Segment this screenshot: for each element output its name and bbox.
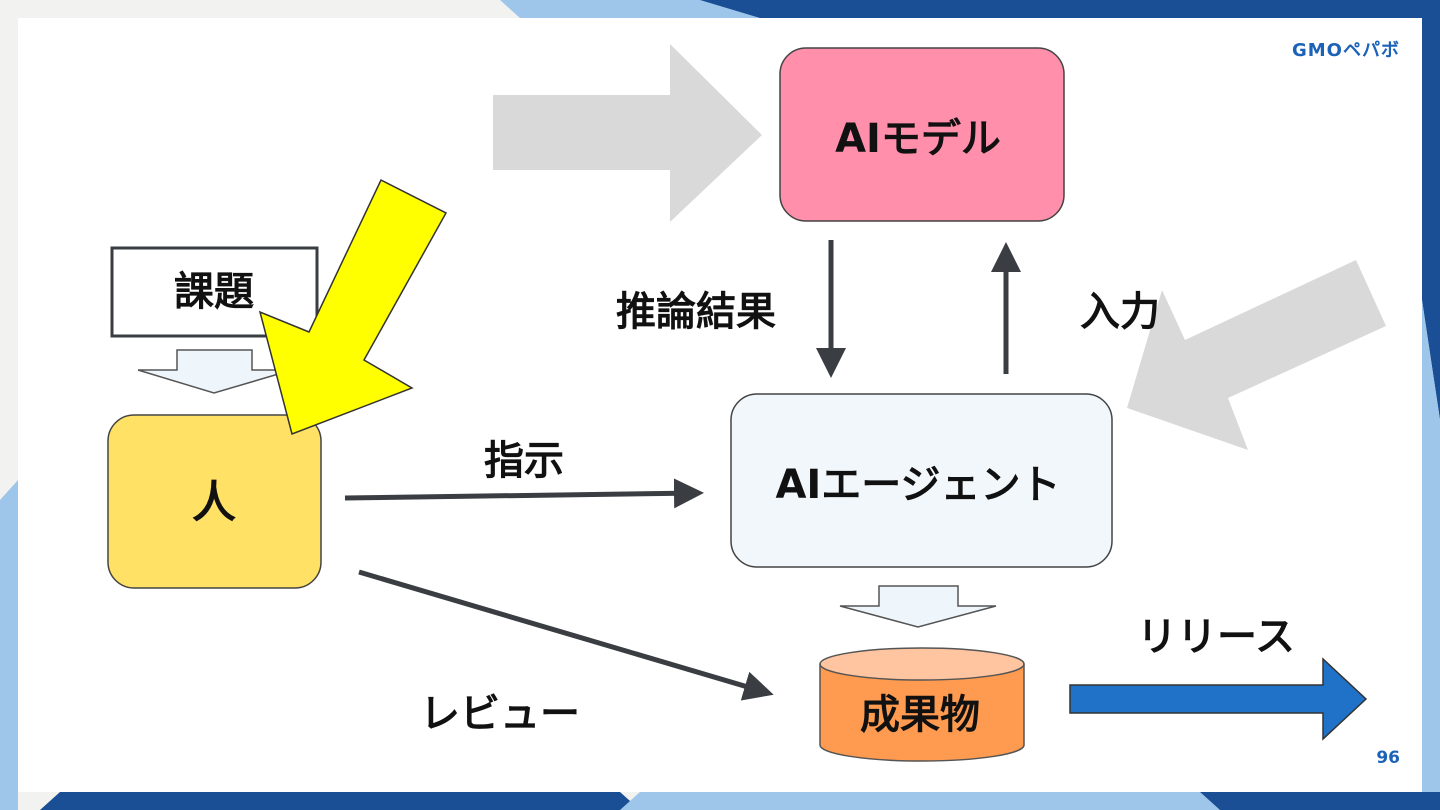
yellow-highlight-arrow — [258, 178, 448, 435]
ai-model-node: AIモデル — [779, 47, 1065, 222]
review-arrow — [358, 569, 774, 701]
agent-to-deliverable-arrow — [839, 585, 997, 628]
bg-shape-right-dark — [1422, 18, 1440, 420]
bg-shape-left-light — [0, 480, 18, 810]
inference-result-label: 推論結果 — [616, 289, 776, 335]
instruction-label: 指示 — [484, 438, 564, 484]
bg-shape-bottom-dark — [40, 792, 640, 810]
deliverable-node: 成果物 — [819, 647, 1025, 762]
bg-shape-top-dark — [700, 0, 1440, 18]
release-label: リリース — [1137, 614, 1295, 660]
gmo-pepabo-logo: GMOペパボ — [1292, 40, 1400, 61]
bg-shape-bottom-light — [620, 792, 1220, 810]
ai-agent-node: AIエージェント — [730, 393, 1113, 568]
review-label: レビュー — [420, 691, 580, 737]
page-number: 96 — [1376, 748, 1400, 768]
issue-to-human-arrow — [137, 349, 293, 394]
input-label: 入力 — [1080, 289, 1160, 335]
bg-shape-bottom-right-dark — [1200, 792, 1440, 810]
deliverable-label: 成果物 — [860, 692, 980, 738]
instruction-arrow — [344, 478, 704, 509]
ai-agent-label: AIエージェント — [775, 462, 1060, 508]
gray-block-arrow-top — [493, 44, 762, 222]
ai-model-label: AIモデル — [835, 116, 1001, 162]
release-arrow — [1069, 657, 1368, 741]
human-node: 人 — [107, 414, 322, 589]
bg-shape-right-light — [1422, 300, 1440, 810]
issue-label: 課題 — [174, 269, 254, 315]
gray-block-arrow-right — [1127, 260, 1386, 450]
human-label: 人 — [192, 477, 236, 528]
